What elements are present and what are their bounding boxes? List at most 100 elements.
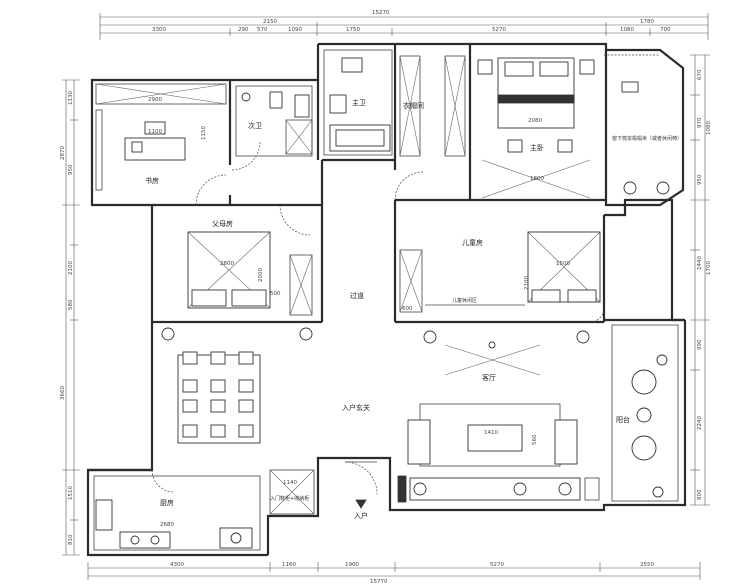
plant-icon-6 — [299, 327, 313, 341]
left-dim-3: 950 — [68, 164, 74, 175]
corridor: 过道 — [350, 291, 364, 300]
room-label-corridor: 过道 — [350, 291, 364, 300]
room-label-study: 书房 — [145, 176, 159, 185]
top-dim-9: 1080 — [620, 27, 634, 33]
master-bed-dim: 2080 — [528, 118, 542, 124]
child-closet-dim: 600 — [402, 306, 413, 312]
entry-dining: 入户玄关 1140 入门鞋柜+收纳柜 入户 — [161, 327, 378, 520]
left-dim-7: 1510 — [68, 486, 74, 500]
top-dim-4: 570 — [257, 27, 268, 33]
bottom-dim-3: 1900 — [345, 562, 359, 568]
plant-icon — [623, 181, 637, 195]
bottom-total-dim: 15770 — [370, 579, 388, 585]
side-table-icon — [636, 407, 652, 423]
shoe-cabinet — [269, 469, 315, 515]
right-dim-6: 1700 — [706, 261, 712, 275]
sink-icon — [294, 94, 310, 118]
parents-width-dim: 2000 — [258, 268, 264, 282]
master-sink-icon — [341, 57, 363, 73]
plant-icon-4 — [576, 330, 590, 344]
shoe-cabinet-label: 入门鞋柜+收纳柜 — [270, 495, 309, 502]
room-label-living: 客厅 — [482, 373, 496, 382]
right-dim-4: 950 — [697, 174, 703, 185]
room-label-balcony: 阳台 — [616, 415, 630, 424]
left-dim-2: 2870 — [60, 146, 66, 160]
plant-icon-2 — [656, 181, 670, 195]
master-bath: 主卫 — [323, 49, 393, 156]
left-dim-6: 3660 — [60, 386, 66, 400]
left-dim-5: 580 — [68, 299, 74, 310]
top-dim-1: 3300 — [152, 27, 166, 33]
room-label-children: 儿童房 — [462, 238, 483, 247]
kitchen-len-dim: 2680 — [160, 522, 174, 528]
balcony: 阳台 — [611, 324, 679, 502]
room-label-kitchen: 厨房 — [160, 498, 174, 507]
top-dim-5: 1090 — [288, 27, 302, 33]
shoe-cabinet-dim: 1140 — [283, 480, 297, 486]
parents-wardrobe-dim: 500 — [270, 291, 281, 297]
left-dimensions: 1130 2870 950 2100 580 3660 1510 810 — [60, 79, 80, 556]
room-label-entry: 入户玄关 — [342, 403, 370, 412]
bottom-dimensions: 4300 1160 1900 5270 2550 15770 — [87, 562, 701, 585]
bottom-dim-5: 2550 — [640, 562, 654, 568]
study-top-dim: 2900 — [148, 97, 162, 103]
sofa-left — [407, 419, 431, 465]
child-bed-dim: 2100 — [524, 276, 530, 290]
room-label-children-closet: 儿童休闲区 — [452, 297, 477, 304]
plant-icon-5 — [161, 327, 175, 341]
right-dimensions: 670 970 1080 950 1440 1700 990 2240 800 — [690, 54, 712, 506]
room-label-entrance: 入户 — [354, 511, 368, 520]
master-toilet-icon — [329, 94, 347, 114]
top-dim-6: 1750 — [346, 27, 360, 33]
tv-cabinet — [409, 477, 581, 501]
right-dim-7: 990 — [697, 339, 703, 350]
armchair-icon-2 — [631, 435, 657, 461]
stove-icon — [130, 535, 140, 545]
coffee-table-dim: 1410 — [484, 430, 498, 436]
guest-bath: 次卫 — [231, 85, 313, 171]
right-dim-8: 2240 — [697, 416, 703, 430]
study-desk-dim: 1100 — [148, 129, 162, 135]
master-bedroom: 2080 主卧 1800 — [477, 57, 595, 199]
top-dim-8: 1780 — [640, 19, 654, 25]
top-dim-2: 2150 — [263, 19, 277, 25]
top-dim-7: 5270 — [492, 27, 506, 33]
study-side-dim: 1150 — [201, 126, 207, 140]
kitchen: 2680 厨房 — [93, 469, 261, 551]
room-label-master-bed: 主卧 — [530, 143, 544, 152]
children-room: 600 2100 1500 儿童房 儿童休闲区 — [399, 231, 605, 344]
study-monitor — [131, 141, 143, 153]
right-dim-5: 1440 — [697, 256, 703, 270]
tv-icon — [621, 81, 639, 93]
top-total-dim: 15270 — [372, 10, 390, 16]
room-label-guest-bath: 次卫 — [248, 121, 262, 130]
room-label-parents: 父母房 — [212, 219, 233, 228]
bottom-dim-2: 1160 — [282, 562, 296, 568]
living-room: 客厅 1410 560 — [397, 341, 600, 503]
fridge-icon — [95, 499, 113, 531]
parents-room: 父母房 2800 2000 500 — [187, 204, 313, 316]
child-width-dim: 1500 — [556, 261, 570, 267]
bottom-dim-4: 5270 — [490, 562, 504, 568]
right-dim-9: 800 — [697, 489, 703, 500]
sofa-right — [554, 419, 578, 465]
kitchen-counter — [119, 531, 171, 549]
right-dim-1: 670 — [697, 69, 703, 80]
left-dim-4: 2100 — [68, 261, 74, 275]
shower-icon — [241, 92, 251, 102]
coffee-table — [467, 424, 523, 452]
top-dim-10: 700 — [660, 27, 671, 33]
right-dim-3: 1080 — [706, 121, 712, 135]
parents-bed-dim: 2800 — [220, 261, 234, 267]
room-label-closet: 衣帽间 — [403, 101, 424, 110]
left-dim-8: 810 — [68, 534, 74, 545]
dining-table — [177, 351, 261, 444]
study-chair — [144, 121, 166, 135]
top-dimensions: 15270 2150 1780 3300 290 570 1090 1750 5… — [99, 10, 709, 40]
toilet-icon — [269, 91, 283, 109]
interior-walls — [88, 44, 685, 472]
right-dim-2: 970 — [697, 117, 703, 128]
plant-icon-3 — [423, 330, 437, 344]
bottom-dim-1: 4300 — [170, 562, 184, 568]
armchair-icon — [631, 369, 657, 395]
